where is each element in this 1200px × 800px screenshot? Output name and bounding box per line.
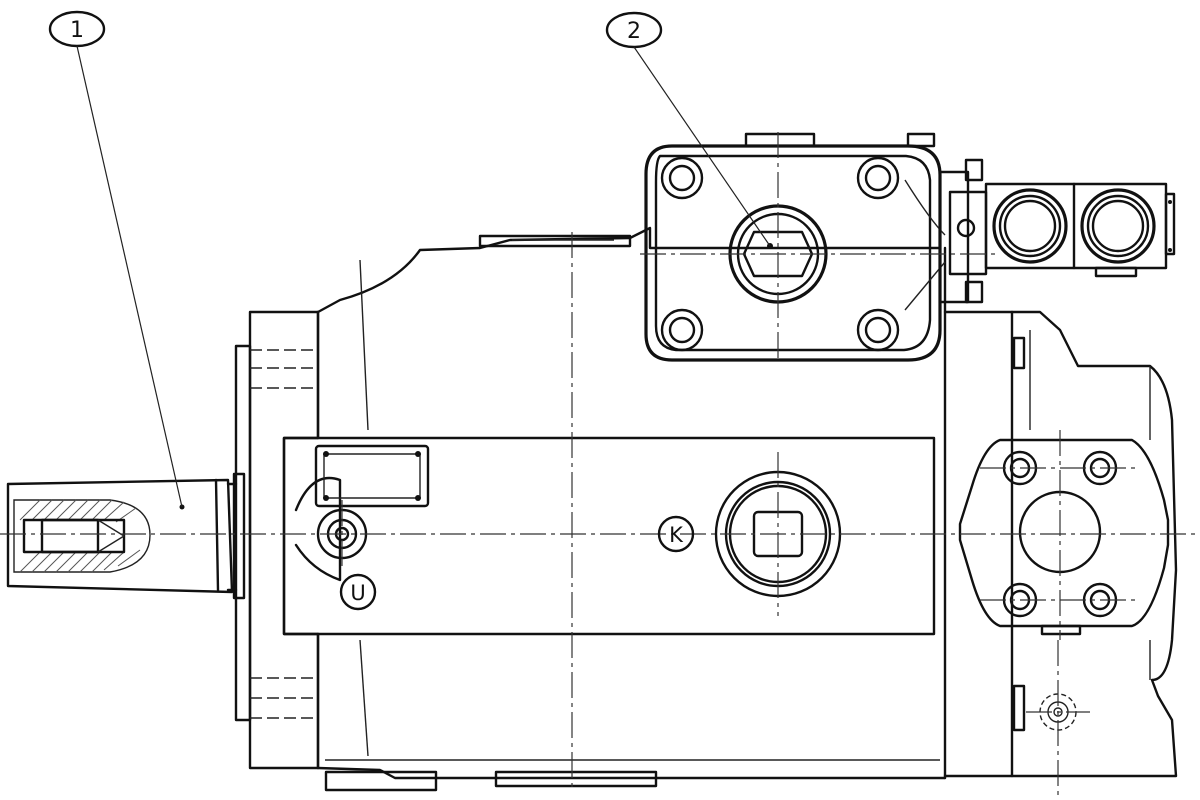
callout-2-label: 2 (627, 19, 641, 44)
center-lines (0, 132, 1200, 800)
rear-port-flange (958, 438, 1170, 636)
coil-right (1080, 188, 1156, 264)
shaft-hatching (19, 499, 141, 573)
mounting-flange (234, 310, 320, 770)
valve-block-bolt (856, 156, 900, 200)
drive-shaft (6, 472, 246, 600)
port-marker-k: K (657, 515, 695, 553)
solenoid-valve (938, 158, 1176, 304)
pump-housing (316, 226, 947, 792)
valve-block-bolt (660, 156, 704, 200)
control-plate (282, 436, 936, 636)
port-marker-u: U (339, 573, 377, 611)
port-marker-u-label: U (350, 581, 365, 605)
valve-block-bolt (856, 308, 900, 352)
coil-left (992, 188, 1068, 264)
port-marker-k-label: K (669, 523, 684, 547)
callout-2: 2 (605, 11, 771, 247)
callout-1-label: 1 (70, 18, 84, 43)
valve-block-bolt (660, 308, 704, 352)
callout-1: 1 (48, 10, 183, 508)
